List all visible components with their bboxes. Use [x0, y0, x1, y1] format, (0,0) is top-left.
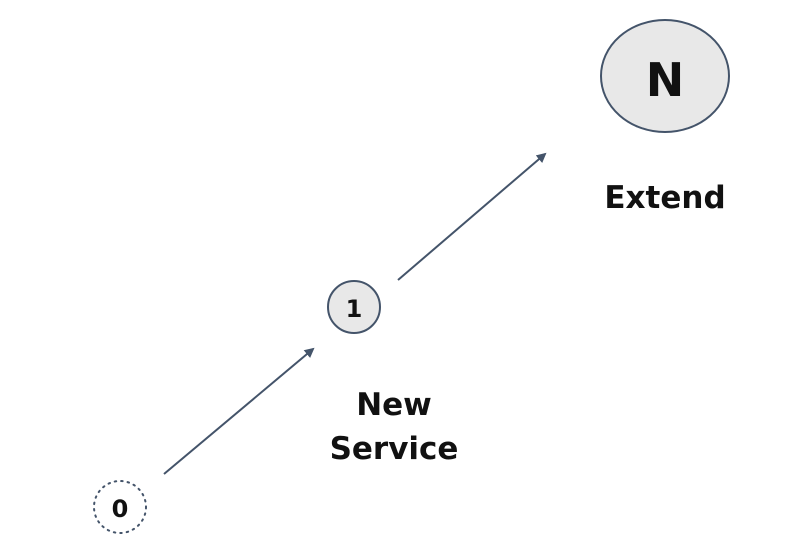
node-1-label: 1 — [346, 295, 363, 323]
caption-new-service: New Service — [329, 387, 459, 467]
node-n: N — [600, 19, 730, 133]
caption-extend: Extend — [604, 180, 726, 216]
arrow-0-to-1 — [163, 347, 315, 475]
node-0: 0 — [93, 480, 147, 534]
node-0-label: 0 — [112, 495, 129, 523]
node-1: 1 — [327, 280, 381, 334]
arrow-1-to-n — [397, 152, 547, 281]
node-n-label: N — [646, 53, 685, 107]
